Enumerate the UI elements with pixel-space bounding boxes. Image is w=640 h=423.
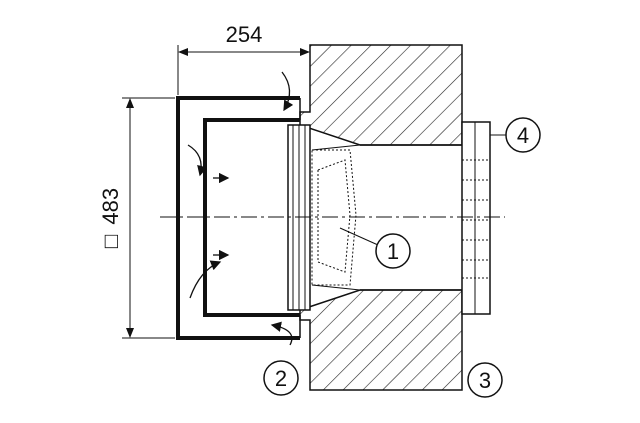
wall-upper-section bbox=[299, 44, 463, 146]
height-dimension-label: □ 483 bbox=[98, 188, 123, 248]
square-symbol: □ bbox=[98, 235, 123, 248]
width-dimension-label: 254 bbox=[226, 22, 263, 47]
callout-2: 2 bbox=[263, 360, 299, 396]
width-dimension: 254 bbox=[177, 22, 311, 95]
outer-hood bbox=[176, 96, 301, 340]
exterior-louvre bbox=[461, 121, 491, 315]
callout-4: 4 bbox=[490, 117, 541, 153]
airflow-arrows bbox=[187, 71, 294, 346]
hood-outer-wall bbox=[176, 96, 300, 340]
wall bbox=[299, 44, 463, 391]
callout-1-label: 1 bbox=[387, 239, 399, 264]
callout-3: 3 bbox=[467, 362, 503, 398]
callout-2-label: 2 bbox=[275, 366, 287, 391]
wall-lower-section bbox=[299, 289, 463, 391]
callout-1: 1 bbox=[339, 227, 411, 269]
hood-inner-wall bbox=[203, 118, 300, 317]
fan-impeller bbox=[311, 144, 361, 291]
callout-3-label: 3 bbox=[479, 368, 491, 393]
height-dimension: □ 483 bbox=[98, 97, 175, 339]
callout-4-label: 4 bbox=[517, 123, 529, 148]
